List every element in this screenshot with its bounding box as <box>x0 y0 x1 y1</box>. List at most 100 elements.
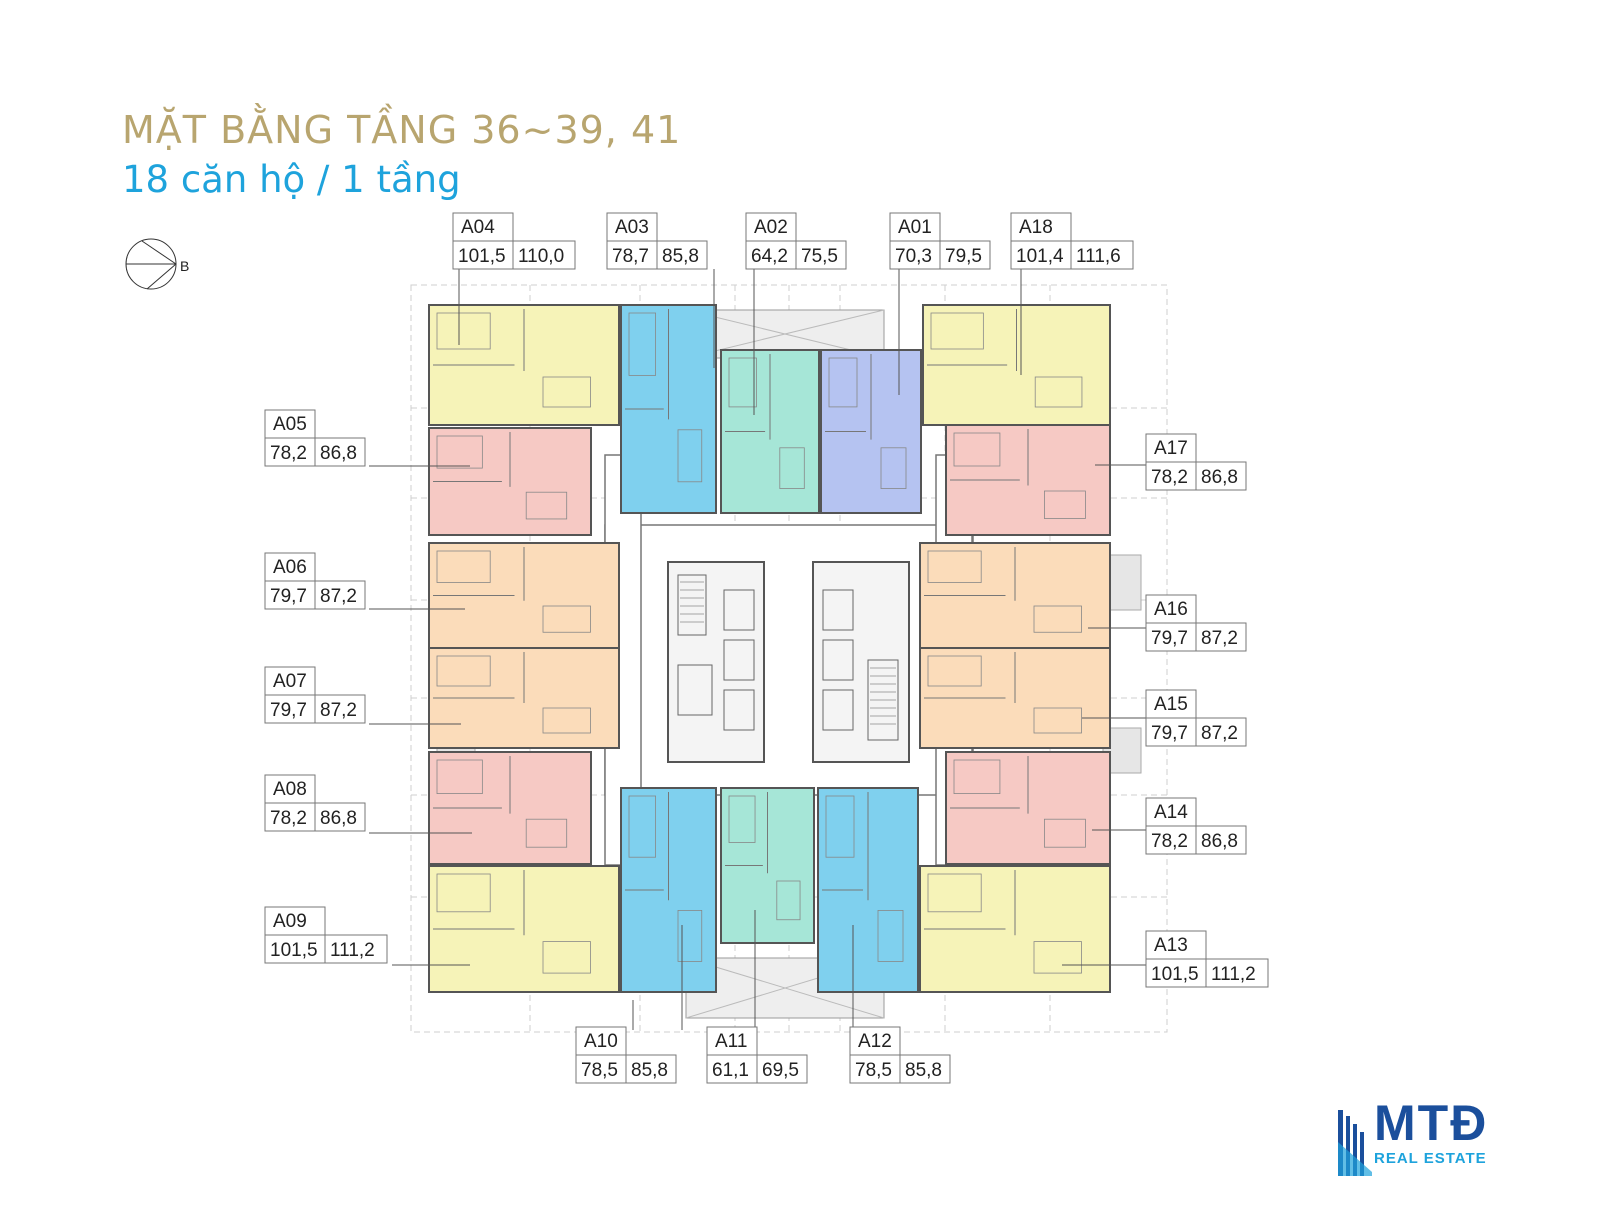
unit-block-a08 <box>428 751 592 865</box>
unit-label-a07: A07 79,7 87,2 <box>264 666 366 724</box>
mtd-logo-icon <box>1338 1110 1372 1176</box>
unit-id: A07 <box>273 671 307 692</box>
unit-block-a05 <box>428 427 592 536</box>
unit-area-carpet: 101,5 <box>1151 964 1199 985</box>
unit-id: A08 <box>273 779 307 800</box>
unit-blocks <box>428 304 1111 993</box>
unit-block-a14 <box>945 751 1111 865</box>
unit-id: A14 <box>1154 802 1188 823</box>
compass-label: B <box>180 258 189 274</box>
unit-area-gross: 86,8 <box>320 443 357 464</box>
unit-labels: A04 101,5 110,0 A03 78,7 85,8 A02 64,2 75,5 A01 70… <box>264 212 1269 1084</box>
unit-label-a03: A03 78,7 85,8 <box>606 212 708 270</box>
unit-area-carpet: 78,7 <box>612 246 649 267</box>
unit-label-a09: A09 101,5 111,2 <box>264 906 388 964</box>
unit-block-a01 <box>820 349 922 514</box>
unit-block-a11 <box>720 787 815 944</box>
unit-label-a10: A10 78,5 85,8 <box>575 1026 677 1084</box>
unit-id: A02 <box>754 217 788 238</box>
unit-block-a07 <box>428 647 620 749</box>
logo-subtitle: REAL ESTATE <box>1374 1150 1487 1167</box>
unit-area-carpet: 101,5 <box>458 246 506 267</box>
unit-label-a12: A12 78,5 85,8 <box>849 1026 951 1084</box>
unit-block-a03 <box>620 304 717 514</box>
unit-area-carpet: 61,1 <box>712 1060 749 1081</box>
unit-area-carpet: 78,2 <box>270 443 307 464</box>
unit-block-a16 <box>919 542 1111 649</box>
unit-block-a13 <box>919 865 1111 993</box>
compass-icon: B <box>125 238 189 290</box>
unit-label-a18: A18 101,4 111,6 <box>1010 212 1134 270</box>
unit-label-a14: A14 78,2 86,8 <box>1145 797 1247 855</box>
unit-area-gross: 85,8 <box>905 1060 942 1081</box>
unit-block-a15 <box>919 647 1111 749</box>
unit-area-carpet: 101,4 <box>1016 246 1064 267</box>
unit-id: A05 <box>273 414 307 435</box>
unit-area-carpet: 70,3 <box>895 246 932 267</box>
unit-block-a09 <box>428 865 620 993</box>
unit-block-a18 <box>922 304 1111 426</box>
unit-area-gross: 87,2 <box>320 700 357 721</box>
unit-id: A18 <box>1019 217 1053 238</box>
unit-area-gross: 87,2 <box>1201 628 1238 649</box>
unit-area-gross: 111,2 <box>330 940 375 961</box>
unit-area-carpet: 78,2 <box>1151 831 1188 852</box>
leader-lines <box>369 269 1148 1030</box>
unit-label-a01: A01 70,3 79,5 <box>889 212 991 270</box>
unit-id: A12 <box>858 1031 892 1052</box>
unit-id: A06 <box>273 557 307 578</box>
unit-area-gross: 85,8 <box>662 246 699 267</box>
unit-area-gross: 75,5 <box>801 246 838 267</box>
unit-block-a12 <box>817 787 919 993</box>
unit-label-a08: A08 78,2 86,8 <box>264 774 366 832</box>
unit-area-gross: 85,8 <box>631 1060 668 1081</box>
logo-wordmark: MTĐ <box>1374 1095 1489 1151</box>
unit-id: A10 <box>584 1031 618 1052</box>
unit-id: A13 <box>1154 935 1188 956</box>
unit-block-a04 <box>428 304 620 426</box>
unit-area-carpet: 101,5 <box>270 940 318 961</box>
unit-label-a16: A16 79,7 87,2 <box>1145 594 1247 652</box>
unit-area-carpet: 78,5 <box>581 1060 618 1081</box>
page-title: MẶT BẰNG TẦNG 36~39, 41 <box>122 108 682 152</box>
unit-area-gross: 69,5 <box>762 1060 799 1081</box>
unit-area-gross: 110,0 <box>518 246 564 267</box>
unit-area-carpet: 78,2 <box>1151 467 1188 488</box>
unit-label-a13: A13 101,5 111,2 <box>1145 930 1269 988</box>
unit-area-gross: 79,5 <box>945 246 982 267</box>
unit-id: A11 <box>715 1031 747 1052</box>
unit-area-gross: 86,8 <box>1201 831 1238 852</box>
stair-elevator-core-left <box>667 561 765 763</box>
page-subtitle: 18 căn hộ / 1 tầng <box>122 158 461 201</box>
unit-id: A04 <box>461 217 495 238</box>
unit-area-gross: 86,8 <box>320 808 357 829</box>
unit-label-a17: A17 78,2 86,8 <box>1145 433 1247 491</box>
unit-area-gross: 111,2 <box>1211 964 1256 985</box>
unit-id: A16 <box>1154 599 1188 620</box>
unit-block-a06 <box>428 542 620 649</box>
unit-id: A01 <box>898 217 932 238</box>
unit-block-a10 <box>620 787 717 993</box>
unit-label-a05: A05 78,2 86,8 <box>264 409 366 467</box>
unit-area-carpet: 78,2 <box>270 808 307 829</box>
unit-area-carpet: 78,5 <box>855 1060 892 1081</box>
unit-label-a04: A04 101,5 110,0 <box>452 212 576 270</box>
unit-area-carpet: 79,7 <box>1151 628 1188 649</box>
unit-label-a02: A02 64,2 75,5 <box>745 212 847 270</box>
unit-id: A17 <box>1154 438 1188 459</box>
unit-area-carpet: 79,7 <box>270 700 307 721</box>
unit-area-gross: 86,8 <box>1201 467 1238 488</box>
unit-area-gross: 87,2 <box>1201 723 1238 744</box>
unit-area-gross: 111,6 <box>1076 246 1121 267</box>
unit-area-carpet: 64,2 <box>751 246 788 267</box>
unit-area-gross: 87,2 <box>320 586 357 607</box>
unit-id: A03 <box>615 217 649 238</box>
unit-block-a02 <box>720 349 820 514</box>
unit-area-carpet: 79,7 <box>1151 723 1188 744</box>
unit-block-a17 <box>945 424 1111 536</box>
unit-label-a11: A11 61,1 69,5 <box>706 1026 808 1084</box>
unit-id: A09 <box>273 911 307 932</box>
